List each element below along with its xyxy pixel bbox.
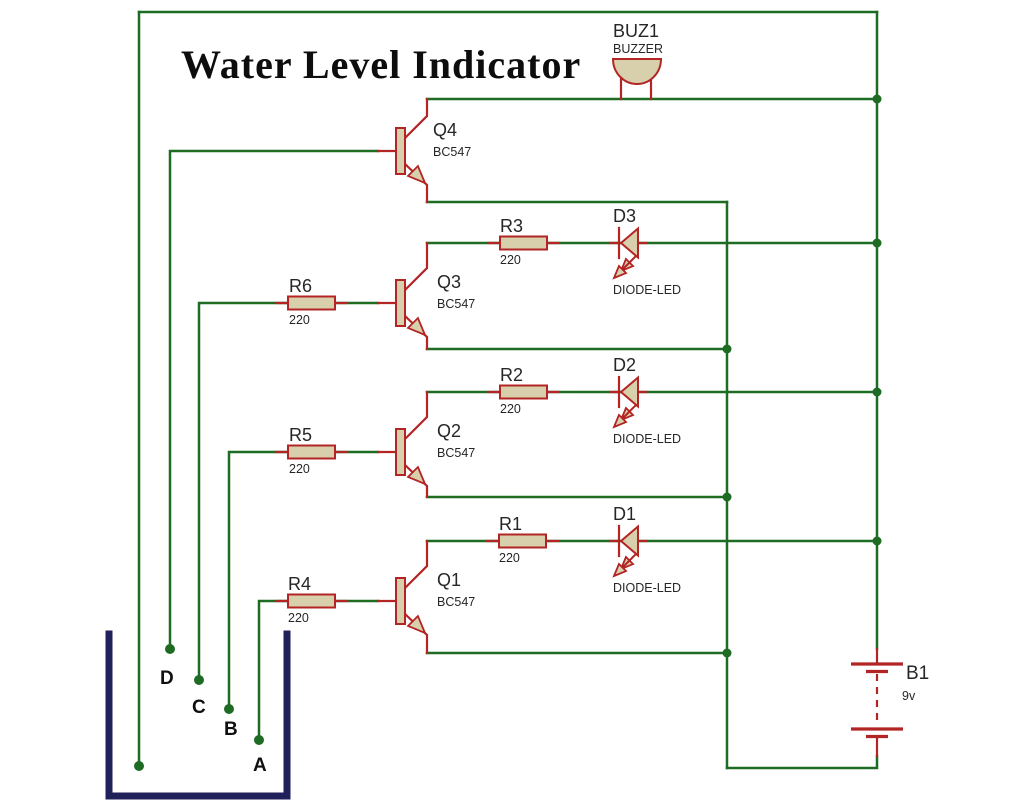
r4-body: [287, 593, 336, 609]
r1-value-label: 220: [499, 551, 520, 565]
buzzer-icon: [611, 58, 663, 85]
schematic-title: Water Level Indicator: [181, 42, 581, 87]
d1-ref-label: D1: [613, 504, 636, 524]
r6-body: [287, 295, 336, 311]
led-d2: D2 DIODE-LED: [608, 355, 681, 446]
d1-type-label: DIODE-LED: [613, 581, 681, 595]
d2-emission-arrowhead: [612, 413, 628, 429]
d1-led-icon: [619, 524, 639, 558]
d2-ref-label: D2: [613, 355, 636, 375]
wire-battery-bottom-return: [725, 754, 879, 770]
buzzer-buz1: BUZ1 BUZZER: [611, 21, 663, 101]
transistor-q2: Q2 BC547: [376, 390, 475, 499]
tank-icon: [105, 630, 291, 800]
r5-body: [287, 444, 336, 460]
probe-label-a: A: [253, 755, 267, 776]
led-d3: D3 DIODE-LED: [608, 206, 681, 297]
transistor-q3: Q3 BC547: [376, 241, 475, 351]
r1-body: [498, 533, 547, 549]
d3-led-icon: [619, 226, 639, 260]
r4-value-label: 220: [288, 611, 309, 625]
r1-ref-label: R1: [499, 514, 522, 534]
q4-emitter-arrow: [406, 164, 427, 185]
resistor-r5: R5 220: [274, 425, 349, 476]
junction-dot: [872, 536, 882, 546]
junction-dot: [722, 344, 732, 354]
junction-dot: [872, 387, 882, 397]
r2-value-label: 220: [500, 402, 521, 416]
resistor-r2: R2 220: [486, 365, 561, 416]
d1-emission-arrowhead: [612, 562, 628, 578]
probe-tip-c: [194, 675, 204, 685]
q3-part-label: BC547: [437, 297, 475, 311]
r5-value-label: 220: [289, 462, 310, 476]
junction-dot: [722, 648, 732, 658]
q1-collector: [403, 539, 429, 590]
d3-emission-arrowhead: [612, 264, 628, 280]
q2-body: [395, 428, 406, 476]
junction-dots: [134, 94, 882, 771]
q4-ref-label: Q4: [433, 120, 457, 140]
q1-part-label: BC547: [437, 595, 475, 609]
r3-ref-label: R3: [500, 216, 523, 236]
r3-value-label: 220: [500, 253, 521, 267]
q3-collector: [403, 241, 429, 292]
probe-label-d: D: [160, 668, 174, 689]
d2-led-icon: [619, 375, 639, 409]
probe-tip-d: [165, 644, 175, 654]
q3-emitter-arrow: [406, 316, 427, 337]
battery-b1: B1 9v: [851, 647, 929, 758]
buzzer-type-label: BUZZER: [613, 42, 663, 56]
q2-collector: [403, 390, 429, 441]
wire-probe-d: [168, 149, 380, 651]
probe-tip-b: [224, 704, 234, 714]
q3-body: [395, 279, 406, 327]
r6-ref-label: R6: [289, 276, 312, 296]
wire-probe-a: [257, 599, 380, 742]
r2-ref-label: R2: [500, 365, 523, 385]
q1-ref-label: Q1: [437, 570, 461, 590]
junction-dot: [872, 94, 882, 104]
q4-body: [395, 127, 406, 175]
q2-ref-label: Q2: [437, 421, 461, 441]
d3-type-label: DIODE-LED: [613, 283, 681, 297]
resistor-r3: R3 220: [486, 216, 561, 267]
probe-label-b: B: [224, 719, 238, 740]
d2-type-label: DIODE-LED: [613, 432, 681, 446]
q2-part-label: BC547: [437, 446, 475, 460]
probe-label-c: C: [192, 697, 206, 718]
b1-voltage-label: 9v: [902, 689, 916, 703]
junction-dot: [722, 492, 732, 502]
q4-collector: [403, 97, 429, 140]
q2-emitter-arrow: [406, 465, 427, 486]
q3-ref-label: Q3: [437, 272, 461, 292]
q1-emitter-arrow: [406, 614, 427, 635]
resistor-r4: R4 220: [274, 574, 349, 625]
d3-ref-label: D3: [613, 206, 636, 226]
r6-value-label: 220: [289, 313, 310, 327]
junction-dot: [872, 238, 882, 248]
r5-ref-label: R5: [289, 425, 312, 445]
r4-ref-label: R4: [288, 574, 311, 594]
b1-ref-label: B1: [906, 663, 929, 684]
transistor-q1: Q1 BC547: [376, 539, 475, 655]
r2-body: [499, 384, 548, 400]
probe-tip-a: [254, 735, 264, 745]
transistor-q4: Q4 BC547: [376, 97, 471, 204]
q4-part-label: BC547: [433, 145, 471, 159]
resistor-r6: R6 220: [274, 276, 349, 327]
water-tank: D C B A: [105, 630, 291, 800]
led-d1: D1 DIODE-LED: [608, 504, 681, 595]
q1-body: [395, 577, 406, 625]
buzzer-ref-label: BUZ1: [613, 21, 659, 41]
probe-tip-common: [134, 761, 144, 771]
r3-body: [499, 235, 548, 251]
resistor-r1: R1 220: [485, 514, 560, 565]
